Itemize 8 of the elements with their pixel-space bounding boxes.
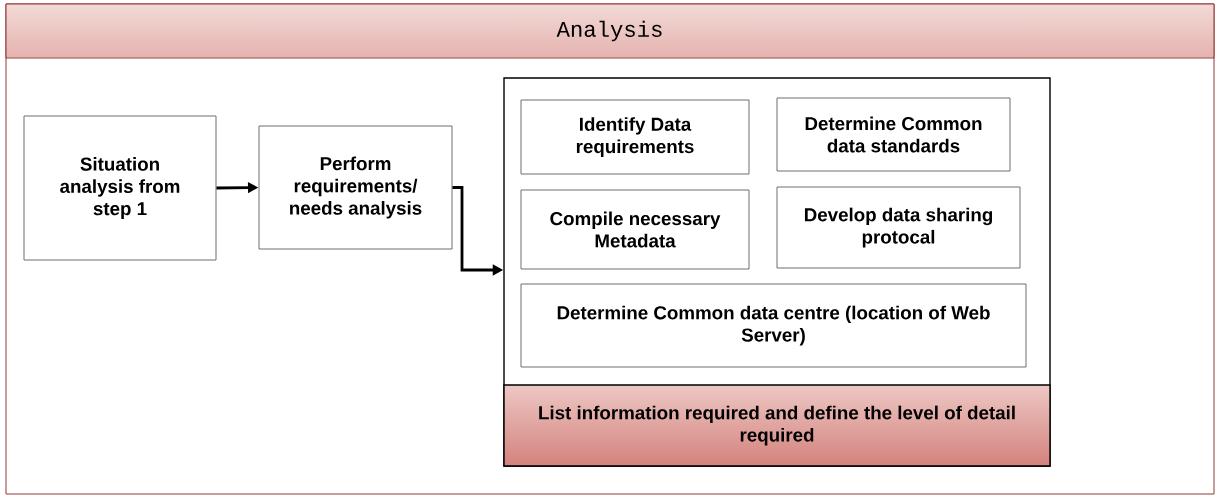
process-box: Compile necessary Metadata bbox=[520, 189, 750, 270]
process-box: Determine Common data standards bbox=[776, 97, 1011, 172]
process-box: Determine Common data centre (location of Web Server) bbox=[520, 283, 1027, 368]
summary-band: List information required and define the level of detail required bbox=[503, 384, 1051, 467]
process-box: Situation analysis from step 1 bbox=[23, 115, 217, 261]
process-box: Identify Data requirements bbox=[520, 99, 750, 175]
process-box: Develop data sharing protocal bbox=[776, 186, 1021, 269]
process-box: Perform requirements/ needs analysis bbox=[258, 125, 453, 250]
